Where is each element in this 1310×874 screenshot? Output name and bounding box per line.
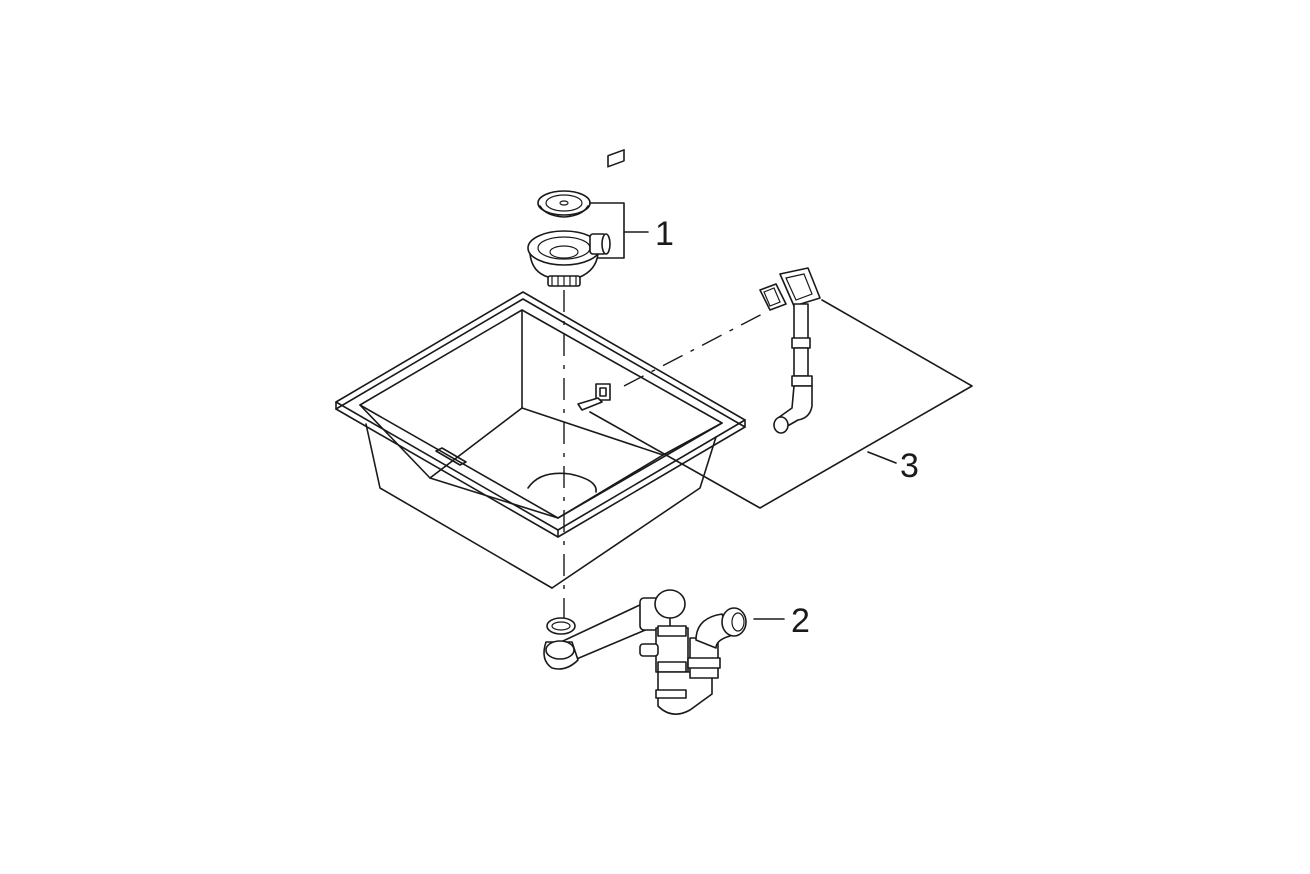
callout-label-1: 1 xyxy=(655,215,674,253)
callout-3-bracket: 3 xyxy=(589,299,973,509)
strainer-basket xyxy=(537,190,591,218)
callout-1-bracket: 1 xyxy=(589,202,674,259)
waste-valve xyxy=(527,230,611,287)
overflow-set xyxy=(577,149,821,434)
sink-bowl xyxy=(335,291,746,589)
callout-label-2: 2 xyxy=(791,602,810,640)
siphon xyxy=(543,589,747,715)
callout-2-leader: 2 xyxy=(753,602,810,640)
callout-label-3: 3 xyxy=(900,447,919,485)
